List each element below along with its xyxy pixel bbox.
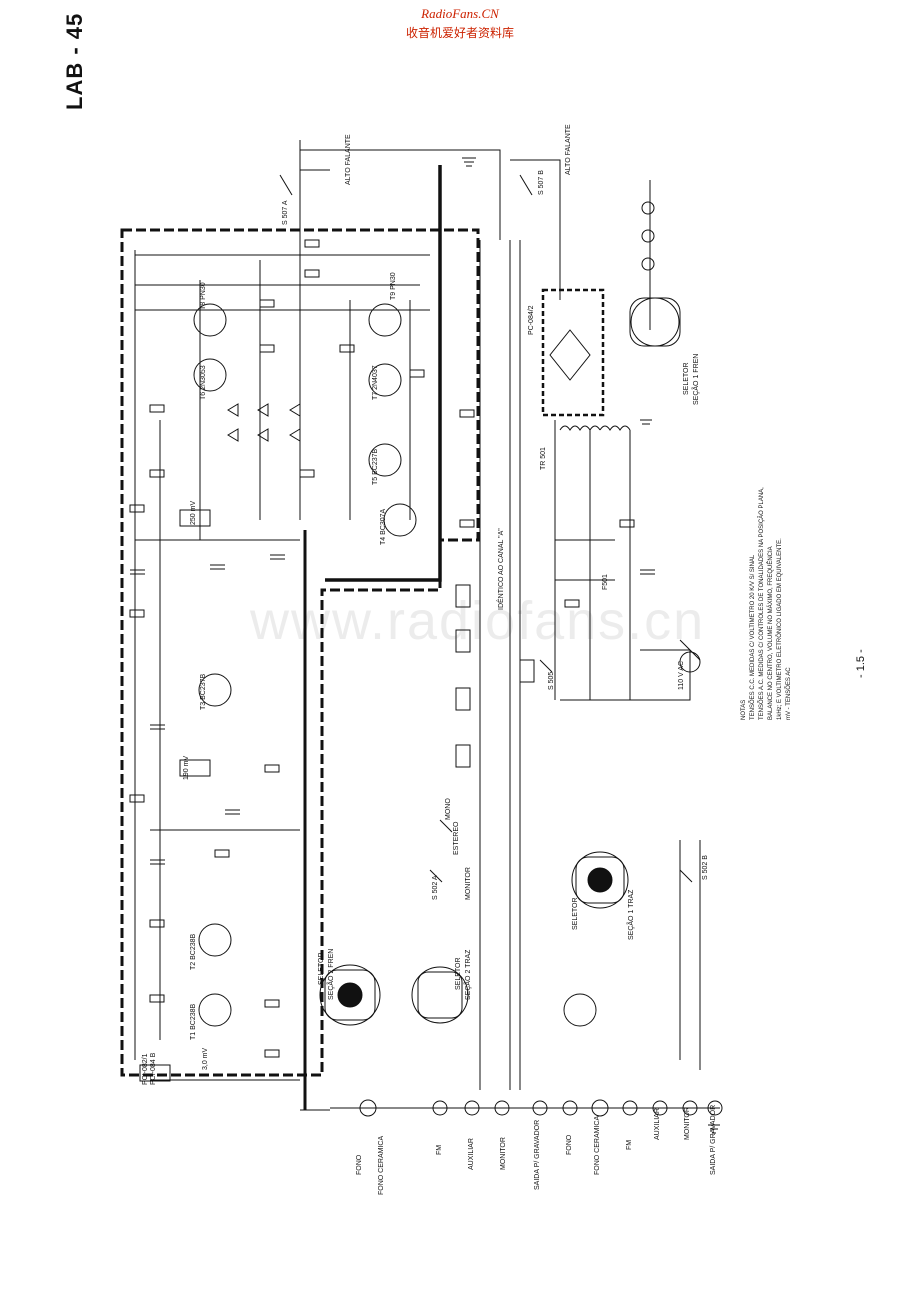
connector-label-7: FONO (566, 1134, 573, 1155)
notes-line-1: TENSÕES C.C. MEDIDAS C/ VOLTIMETRO 20 K/… (750, 554, 756, 720)
label-transformer: TR 501 (540, 447, 547, 470)
connector-label-9: FM (626, 1139, 633, 1150)
notes-line-3: BALANCE NO CENTRO, VOLUME NO MÁXIMO, FRE… (768, 546, 774, 720)
label-switch-s507b: S 507 B (538, 170, 545, 195)
site-name: RadioFans.CN (421, 6, 499, 21)
header: RadioFans.CN 收音机爱好者资料库 (0, 6, 920, 41)
label-t6: T6 2N3053 (200, 365, 207, 400)
connector-label-3: FM (436, 1144, 443, 1155)
label-mv-3: 250 mV (190, 500, 197, 525)
connector-label-11: MONITOR (684, 1107, 691, 1140)
selector-section-2-front (319, 964, 381, 1026)
transistor-t4 (383, 503, 417, 537)
label-fuse: F501 (602, 574, 609, 590)
label-stereo: ESTEREO (453, 821, 460, 855)
selector-section-1-front (630, 297, 680, 347)
label-t9: T9 PN30 (390, 272, 397, 300)
label-bodo-switch: S 507 A (282, 200, 289, 225)
transistor-t9 (368, 303, 402, 337)
transistor-t1 (198, 993, 232, 1027)
label-voltage: 110 V AC (678, 660, 685, 690)
connector-label-2: FONO CERAMICA (378, 1135, 385, 1195)
label-t1: T1 BC238B (190, 1003, 197, 1040)
site-name-cn: 收音机爱好者资料库 (405, 26, 514, 40)
label-selector-3-section: SEÇÃO 1 TRAZ (628, 889, 635, 940)
label-t4: T4 BC307A (380, 508, 387, 545)
transistor-t3 (198, 673, 232, 707)
label-ident: IDÊNTICO AO CANAL "A" (498, 528, 505, 610)
pcb-outline-main (120, 228, 480, 1077)
watermark: www.radiofans.cn (250, 591, 706, 651)
label-t3: T3 BC237B (200, 673, 207, 710)
rectifier-box (541, 288, 605, 417)
notes-line-5: mV - TENSÕES AC (786, 667, 792, 720)
transistor-t2 (198, 923, 232, 957)
notes-title: NOTAS (741, 699, 747, 720)
connector-label-8: FONO CERAMICA (594, 1115, 601, 1175)
label-mv-2: 190 mV (183, 755, 190, 780)
notes-line-4: 1kHz; E VOLTIMETRO ELETRÔNICO LIGADO EM … (777, 538, 783, 720)
label-t2: T2 BC238B (190, 933, 197, 970)
connector-label-4: AUXILIAR (468, 1138, 475, 1170)
label-selector-4-section: SEÇÃO 1 FREN (693, 353, 700, 405)
label-mv-1: 3,0 mV (202, 1047, 209, 1070)
label-mono: MONO (445, 798, 452, 820)
label-monitor: MONITOR (465, 867, 472, 900)
notes-line-2: TENSÕES A.C. MEDIDAS C/ CONTROLES DE TON… (759, 487, 765, 720)
label-pcb-left-2: PCI-084 B (150, 1052, 157, 1085)
label-selector-2: SELETOR (455, 957, 462, 990)
label-rectifier: PC-084/2 (528, 305, 535, 335)
label-speaker-left: ALTO FALANTE (345, 134, 352, 185)
connector-label-1: FONO (356, 1154, 363, 1175)
connector-label-6: SAIDA P/ GRAVADOR (534, 1119, 541, 1190)
transistor-t6 (193, 358, 227, 392)
connector-label-12: SAIDA P/ GRAVADOR (710, 1104, 717, 1175)
label-pcb-left: PCI-082/1 (142, 1053, 149, 1085)
label-selector-2-section: SEÇÃO 2 TRAZ (465, 949, 472, 1000)
label-speaker-right: ALTO FALANTE (565, 124, 572, 175)
transistor-t8 (193, 303, 227, 337)
label-switch-s502b: S 502 B (702, 855, 709, 880)
label-switch-s505: S 505 (548, 671, 555, 690)
transistor-t5 (368, 443, 402, 477)
label-t8: T8 PN30 (200, 282, 207, 310)
selector-section-2-back (411, 966, 469, 1024)
label-t7: T7 2N4037 (372, 365, 379, 400)
connector-label-5: MONITOR (500, 1137, 507, 1170)
label-t5: T5 BC237B (372, 448, 379, 485)
selector-section-1-back (571, 851, 629, 909)
label-selector-3: SELETOR (572, 897, 579, 930)
label-selector-1-section: SEÇÃO 2 FREN (328, 948, 335, 1000)
label-selector-4: SELETOR (683, 362, 690, 395)
connector-label-10: AUXILIAR (654, 1108, 661, 1140)
notes-block: NOTAS TENSÕES C.C. MEDIDAS C/ VOLTIMETRO… (740, 460, 794, 720)
ground-bus (325, 165, 442, 582)
label-switch-s502a: S 502 A (432, 875, 439, 900)
transistor-t7 (368, 363, 402, 397)
label-selector-1: SELETOR (318, 952, 325, 985)
